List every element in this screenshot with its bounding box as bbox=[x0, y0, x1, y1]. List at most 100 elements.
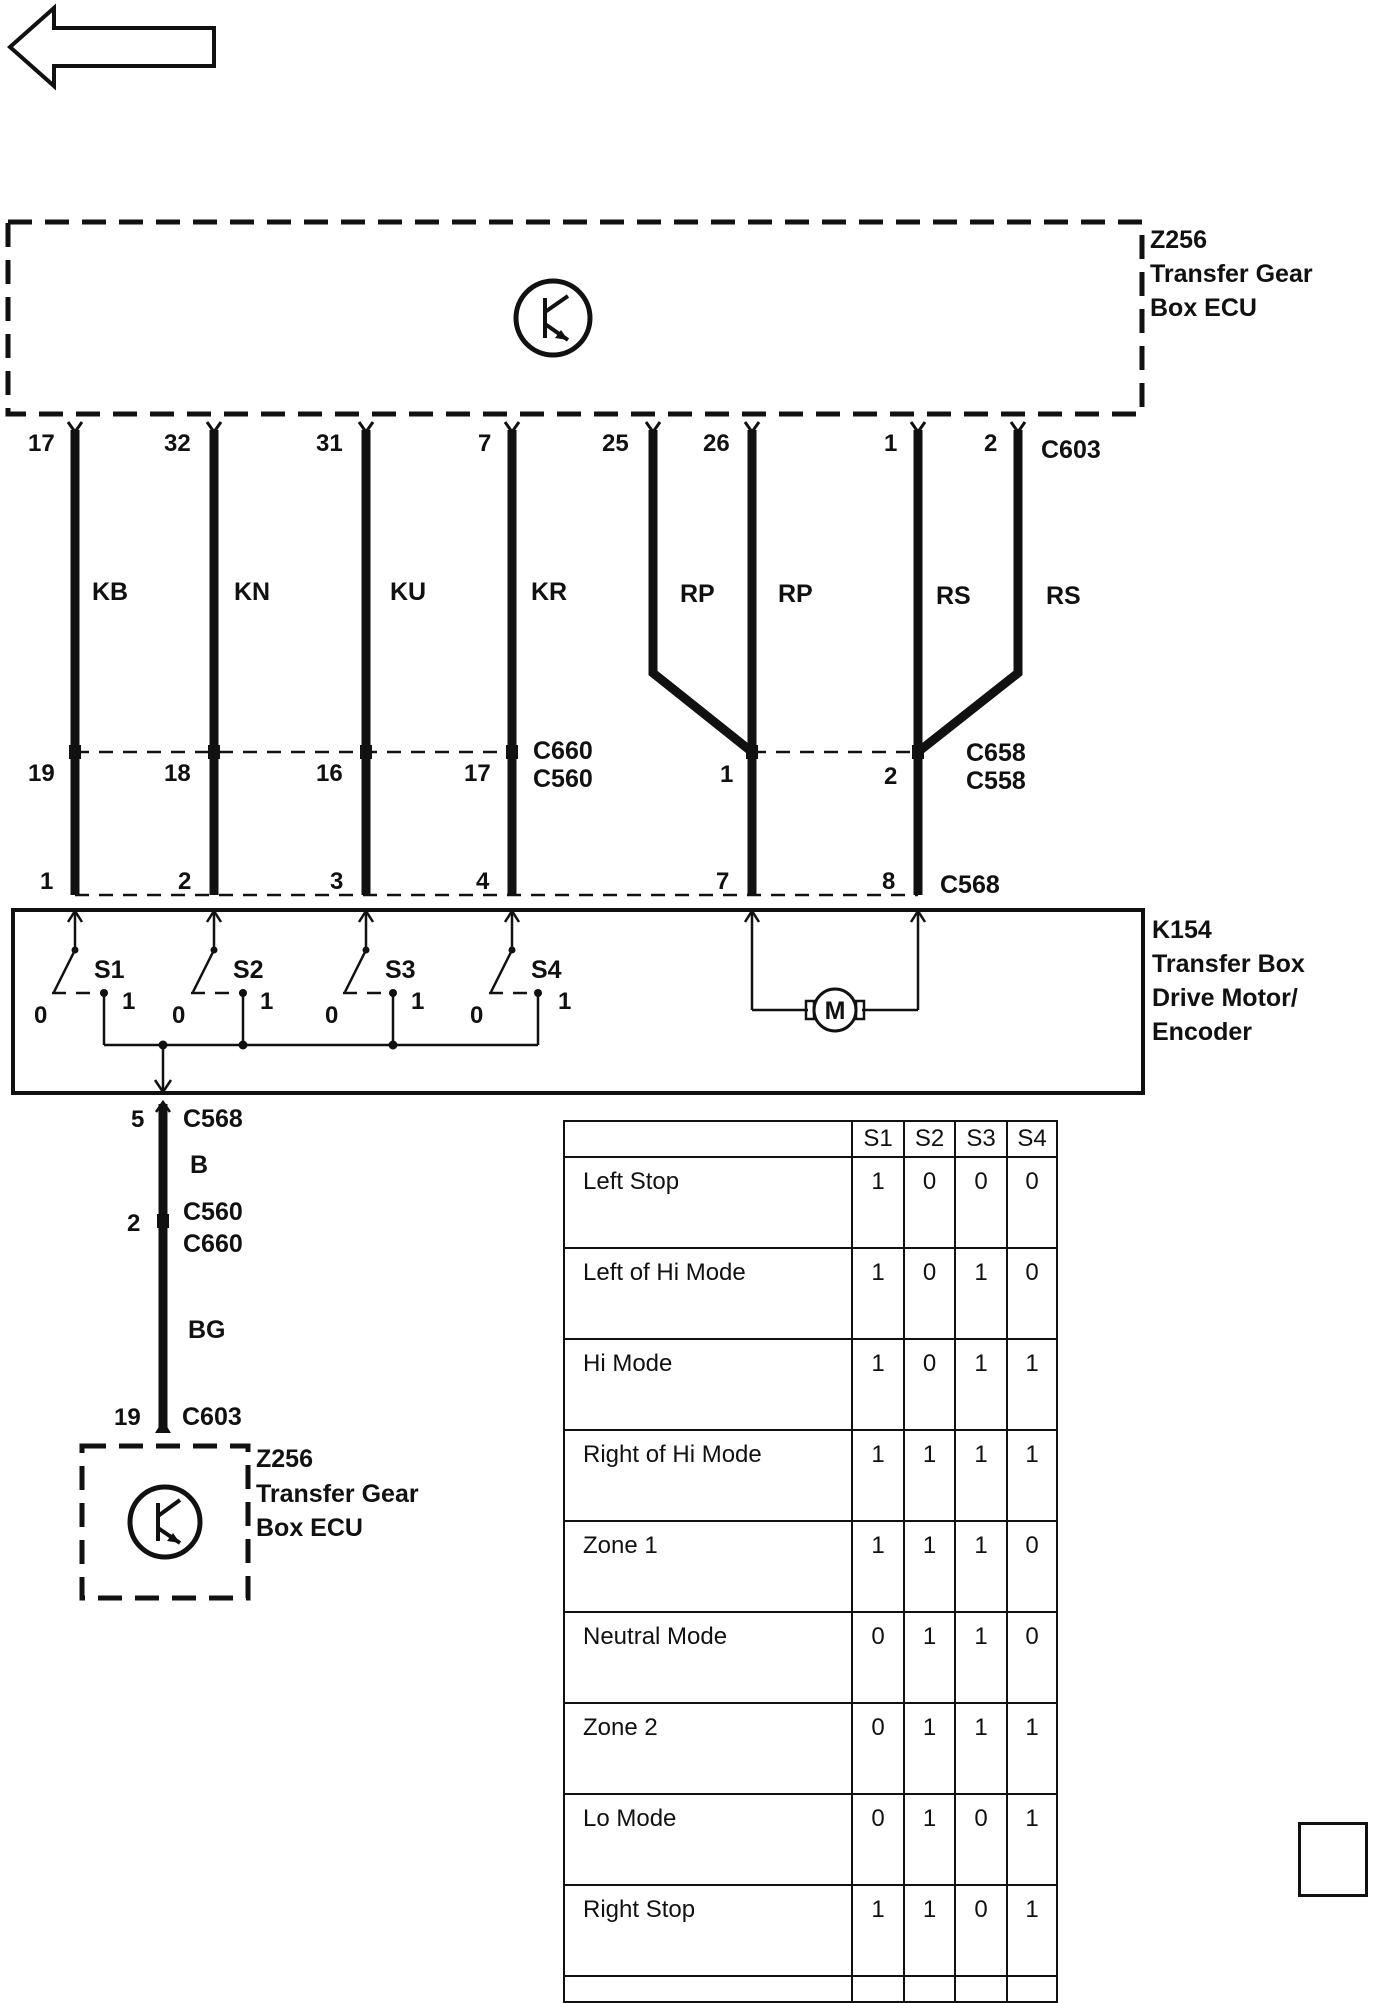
table-mode-cell: Left of Hi Mode bbox=[563, 1247, 853, 1340]
switch-state-table: S1 S2 S3 S4 Left Stop 1 0 0 0 Left of Hi… bbox=[563, 1120, 1058, 2003]
table-row: Lo Mode 0 1 0 1 bbox=[563, 1793, 1058, 1886]
switch-s1-label: S1 bbox=[94, 956, 125, 984]
table-mode-cell: Zone 2 bbox=[563, 1702, 853, 1795]
table-value-cell: 1 bbox=[851, 1247, 905, 1340]
table-value-cell: 0 bbox=[954, 1793, 1008, 1886]
table-value-cell: 0 bbox=[851, 1611, 905, 1704]
motor-pin-8: 8 bbox=[882, 868, 895, 895]
wire-code-rp-25: RP bbox=[680, 580, 715, 608]
table-value-cell: 1 bbox=[954, 1702, 1008, 1795]
ground-wire-top-cap bbox=[154, 1099, 172, 1113]
switch-s4-pos0: 0 bbox=[470, 1002, 483, 1029]
table-value-cell: 0 bbox=[903, 1156, 956, 1249]
ecu-pin-1: 1 bbox=[884, 430, 897, 457]
inline-pin-17: 17 bbox=[464, 760, 491, 787]
ground-connector-c660: C660 bbox=[183, 1230, 243, 1258]
table-row: Zone 1 1 1 1 0 bbox=[563, 1520, 1058, 1613]
table-value-cell: 1 bbox=[954, 1520, 1008, 1613]
table-row: Right of Hi Mode 1 1 1 1 bbox=[563, 1429, 1058, 1522]
table-value-cell: 1 bbox=[851, 1429, 905, 1522]
switch-s3-label: S3 bbox=[385, 956, 416, 984]
table-header-mode bbox=[563, 1120, 853, 1158]
table-row: Hi Mode 1 0 1 1 bbox=[563, 1338, 1058, 1431]
wire-code-kn: KN bbox=[234, 578, 270, 606]
inline-pin-16: 16 bbox=[316, 760, 343, 787]
motor-name-line3: Encoder bbox=[1152, 1018, 1252, 1046]
switch-s4 bbox=[489, 908, 542, 1045]
table-value-cell: 1 bbox=[903, 1429, 956, 1522]
switch-s2-pos0: 0 bbox=[172, 1002, 185, 1029]
table-blank-cell bbox=[954, 1975, 1008, 2003]
wire-code-ku: KU bbox=[390, 578, 426, 606]
ecu-top-box bbox=[5, 219, 1145, 417]
ecu-pin-2: 2 bbox=[984, 430, 997, 457]
table-value-cell: 1 bbox=[851, 1156, 905, 1249]
ecu-pin-7: 7 bbox=[478, 430, 491, 457]
switch-s2 bbox=[191, 908, 247, 1045]
ecu-top-id: Z256 bbox=[1150, 226, 1207, 254]
table-mode-cell: Left Stop bbox=[563, 1156, 853, 1249]
motor-pin-7: 7 bbox=[716, 868, 729, 895]
table-row: Neutral Mode 0 1 1 0 bbox=[563, 1611, 1058, 1704]
wire-rs-2 bbox=[915, 430, 1023, 756]
switch-s4-label: S4 bbox=[531, 956, 562, 984]
table-value-cell: 0 bbox=[1006, 1611, 1058, 1704]
corner-box bbox=[1298, 1822, 1368, 1897]
table-value-cell: 0 bbox=[1006, 1156, 1058, 1249]
switch-s2-label: S2 bbox=[233, 956, 264, 984]
switch-s3-pos0: 0 bbox=[325, 1002, 338, 1029]
table-blank-cell bbox=[903, 1975, 956, 2003]
ecu-pin-31: 31 bbox=[316, 430, 343, 457]
wire-code-kb: KB bbox=[92, 578, 128, 606]
ecu-pin-25: 25 bbox=[602, 430, 629, 457]
wire-code-rp-26: RP bbox=[778, 580, 813, 608]
table-value-cell: 1 bbox=[954, 1611, 1008, 1704]
switch-s4-pos1: 1 bbox=[558, 988, 571, 1015]
switch-s3-pos1: 1 bbox=[411, 988, 424, 1015]
wire-group bbox=[70, 430, 1023, 895]
wire-rp-25 bbox=[648, 430, 755, 756]
table-value-cell: 1 bbox=[903, 1884, 956, 1977]
table-mode-cell: Zone 1 bbox=[563, 1520, 853, 1613]
table-value-cell: 1 bbox=[954, 1338, 1008, 1431]
table-value-cell: 1 bbox=[851, 1884, 905, 1977]
ecu-bottom-name-line2: Box ECU bbox=[256, 1514, 363, 1542]
table-value-cell: 0 bbox=[851, 1793, 905, 1886]
switch-common-arrow bbox=[153, 1079, 173, 1095]
table-row: Left Stop 1 0 0 0 bbox=[563, 1156, 1058, 1249]
table-header-s4: S4 bbox=[1006, 1120, 1058, 1158]
ecu-top-name-line2: Box ECU bbox=[1150, 294, 1257, 322]
table-value-cell: 1 bbox=[903, 1520, 956, 1613]
ecu-pin-17: 17 bbox=[28, 430, 55, 457]
motor-name-line1: Transfer Box bbox=[1152, 950, 1305, 978]
ground-pin-5: 5 bbox=[131, 1106, 144, 1133]
ecu-bottom-box bbox=[79, 1443, 251, 1601]
ground-connector-c568: C568 bbox=[183, 1105, 243, 1133]
wire-code-kr: KR bbox=[531, 578, 567, 606]
motor-pin-4: 4 bbox=[476, 868, 490, 895]
table-value-cell: 1 bbox=[1006, 1429, 1058, 1522]
table-value-cell: 1 bbox=[903, 1702, 956, 1795]
table-value-cell: 0 bbox=[903, 1247, 956, 1340]
table-value-cell: 0 bbox=[903, 1338, 956, 1431]
ecu-pin-caps bbox=[66, 421, 1027, 435]
table-mode-cell: Right Stop bbox=[563, 1884, 853, 1977]
table-value-cell: 0 bbox=[954, 1156, 1008, 1249]
switch-bus-nodes bbox=[158, 1040, 398, 1050]
ecu-pin-26: 26 bbox=[703, 430, 730, 457]
connector-c658: C658 bbox=[966, 739, 1026, 767]
table-mode-cell: Right of Hi Mode bbox=[563, 1429, 853, 1522]
table-value-cell: 0 bbox=[851, 1702, 905, 1795]
motor-pin-2: 2 bbox=[178, 868, 191, 895]
inline-pin-18: 18 bbox=[164, 760, 191, 787]
wiring-diagram: Z256 Transfer Gear Box ECU 17 32 31 7 25… bbox=[5, 3, 1313, 1601]
table-row: Right Stop 1 1 0 1 bbox=[563, 1884, 1058, 1977]
table-value-cell: 1 bbox=[1006, 1702, 1058, 1795]
table-value-cell: 1 bbox=[903, 1611, 956, 1704]
table-value-cell: 1 bbox=[1006, 1793, 1058, 1886]
table-mode-cell: Neutral Mode bbox=[563, 1611, 853, 1704]
table-value-cell: 0 bbox=[1006, 1520, 1058, 1613]
ecu-top-name-line1: Transfer Gear bbox=[1150, 260, 1313, 288]
table-value-cell: 0 bbox=[954, 1884, 1008, 1977]
back-arrow-icon[interactable] bbox=[6, 3, 216, 91]
